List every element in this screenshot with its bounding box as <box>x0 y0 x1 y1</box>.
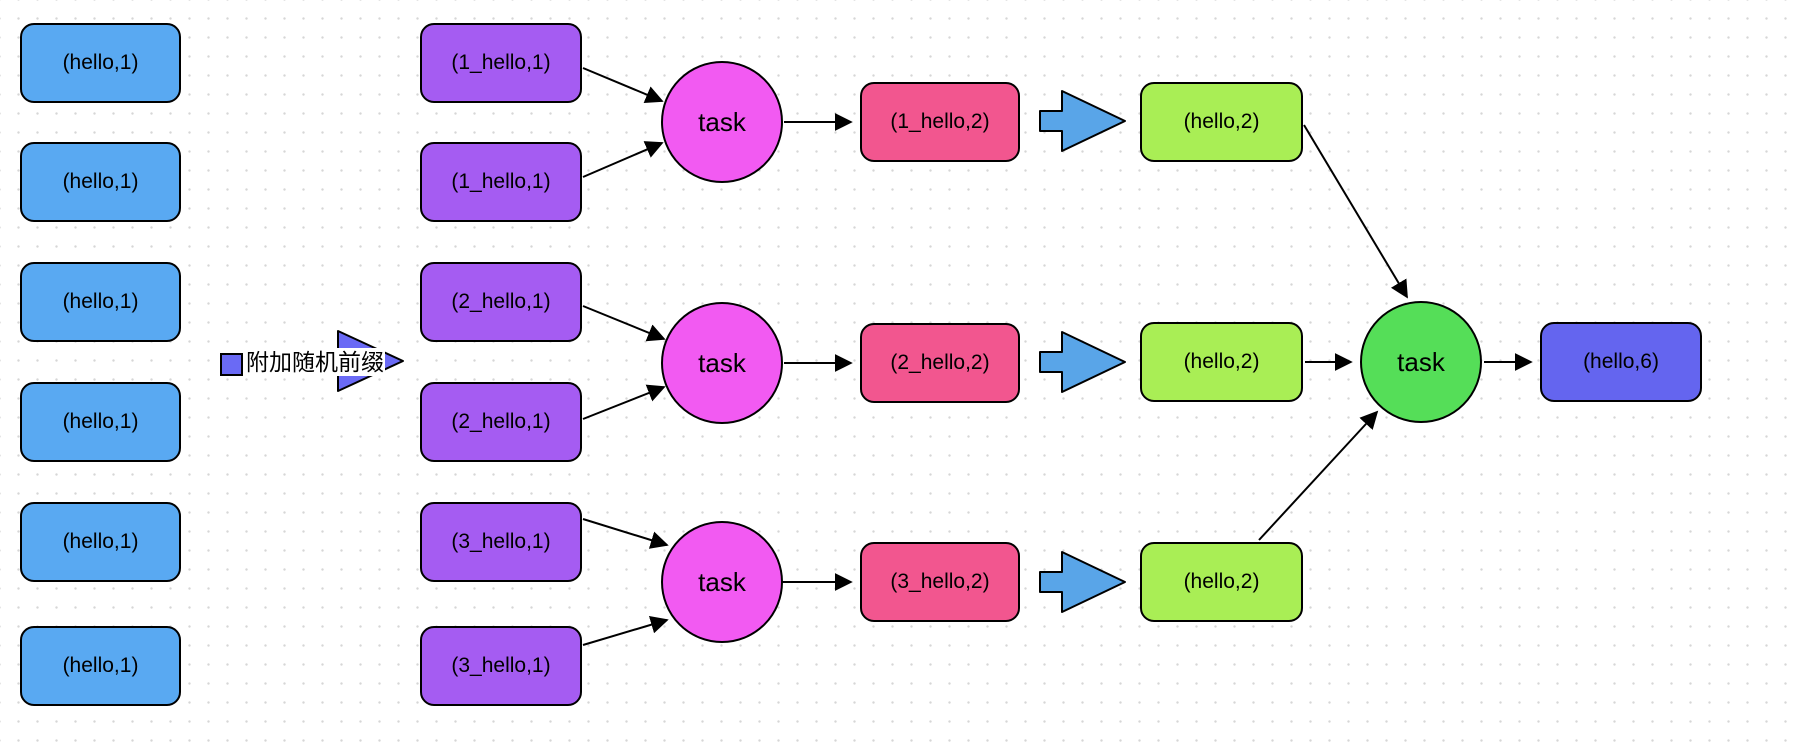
prefixed-box-1: (1_hello,1) <box>420 23 582 103</box>
aggregated-box-3: (3_hello,2) <box>860 542 1020 622</box>
connector-line <box>582 384 666 420</box>
input-box-4: (hello,1) <box>20 382 181 462</box>
merged-box-2: (hello,2) <box>1140 322 1303 402</box>
result-box: (hello,6) <box>1540 322 1702 402</box>
input-box-5: (hello,1) <box>20 502 181 582</box>
connector-line <box>1258 410 1379 541</box>
connector-line <box>582 615 669 646</box>
shuffle-arrow-icon-2 <box>1039 331 1126 393</box>
map-task-circle-1: task <box>661 61 783 183</box>
map-task-circle-3: task <box>661 521 783 643</box>
shuffle-arrow-icon-3 <box>1039 551 1126 613</box>
shuffle-arrow-icon-1 <box>1039 90 1126 152</box>
connector-line <box>582 141 664 178</box>
reduce-task-circle: task <box>1360 301 1482 423</box>
connector-line <box>582 67 664 104</box>
prefixed-box-3: (2_hello,1) <box>420 262 582 342</box>
connector-line <box>582 305 666 342</box>
annotation-label: 附加随机前缀 <box>245 348 385 376</box>
prefixed-box-6: (3_hello,1) <box>420 626 582 706</box>
prefixed-box-2: (1_hello,1) <box>420 142 582 222</box>
prefixed-box-4: (2_hello,1) <box>420 382 582 462</box>
input-box-2: (hello,1) <box>20 142 181 222</box>
connector-line <box>582 518 669 549</box>
prefixed-box-5: (3_hello,1) <box>420 502 582 582</box>
aggregated-box-1: (1_hello,2) <box>860 82 1020 162</box>
input-box-1: (hello,1) <box>20 23 181 103</box>
map-task-circle-2: task <box>661 302 783 424</box>
merged-box-3: (hello,2) <box>1140 542 1303 622</box>
annotation-swatch-icon <box>220 353 243 376</box>
connector-line <box>1303 124 1408 299</box>
aggregated-box-2: (2_hello,2) <box>860 323 1020 403</box>
input-box-6: (hello,1) <box>20 626 181 706</box>
merged-box-1: (hello,2) <box>1140 82 1303 162</box>
input-box-3: (hello,1) <box>20 262 181 342</box>
